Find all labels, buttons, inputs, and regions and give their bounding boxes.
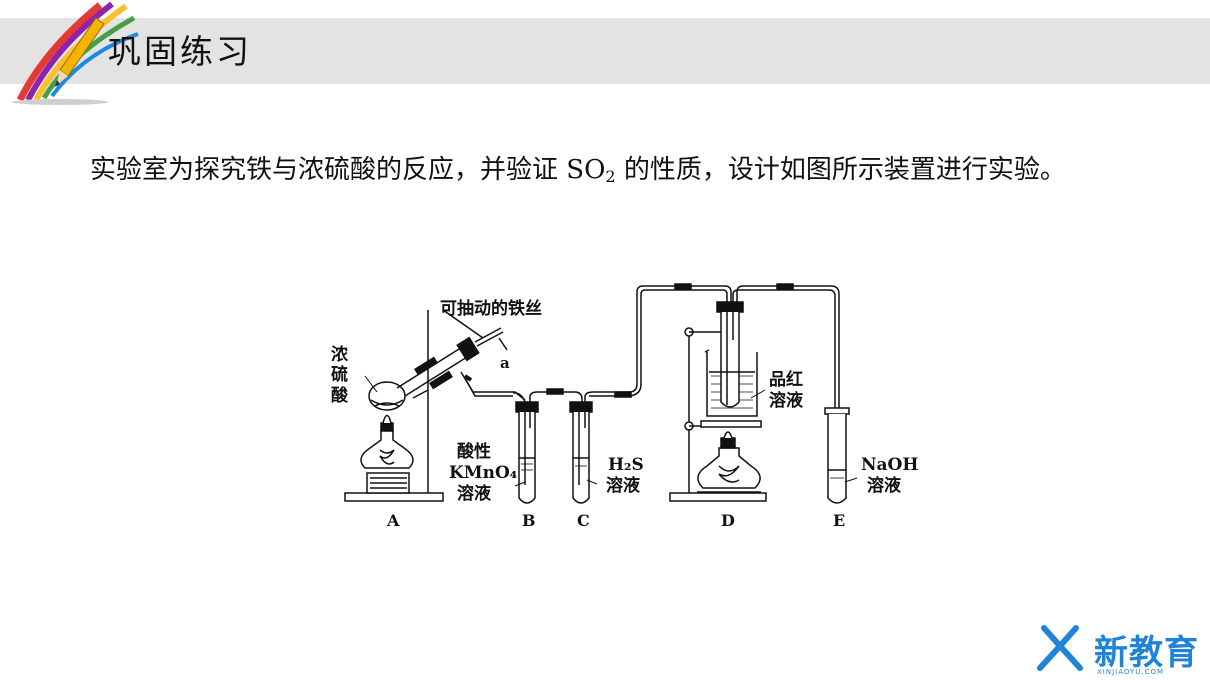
iron-wire-label: 可抽动的铁丝 <box>440 298 542 319</box>
acid-label-2: 硫 <box>331 364 348 385</box>
naoh-label-2: 溶液 <box>867 475 901 496</box>
test-tube-d <box>720 312 740 408</box>
apparatus-letter-e: E <box>833 511 845 530</box>
point-a-label: a <box>500 354 510 372</box>
kmno4-label-2: KMnO₄ <box>449 463 517 483</box>
acid-label-1: 浓 <box>331 345 349 365</box>
page-title: 巩固练习 <box>108 32 252 71</box>
apparatus-letter-d: D <box>721 511 735 530</box>
experiment-apparatus-diagram: 可抽动的铁丝 a 浓 硫 酸 酸性 KMnO₄ 溶液 H₂S 溶液 品红 溶液 … <box>331 283 918 530</box>
apparatus-letter-c: C <box>577 511 590 530</box>
pencil-logo-icon <box>12 1 139 105</box>
header-band <box>0 18 1210 84</box>
acid-label-3: 酸 <box>331 385 349 406</box>
stand-a-base <box>344 492 444 502</box>
problem-text: 实验室为探究铁与浓硫酸的反应，并验证 SO2 的性质，设计如图所示装置进行实验。 <box>90 140 1130 207</box>
apparatus-letter-b: B <box>522 511 536 530</box>
pinhong-label-2: 溶液 <box>769 390 803 411</box>
lamp-a <box>360 429 414 469</box>
problem-text-part-2: 的性质，设计如图所示装置进行实验。 <box>615 155 1066 185</box>
brand-domain: XINJIAOYU.COM <box>1097 668 1165 676</box>
h2s-label-2: 溶液 <box>606 475 640 496</box>
problem-text-part-1: 实验室为探究铁与浓硫酸的反应，并验证 SO <box>90 155 606 185</box>
brand-logo-icon <box>1037 625 1083 671</box>
kmno4-label-3: 溶液 <box>457 483 491 504</box>
so2-subscript: 2 <box>605 167 616 186</box>
test-tube-e <box>827 414 847 504</box>
kmno4-label-1: 酸性 <box>457 441 491 462</box>
h2s-label-1: H₂S <box>608 455 644 475</box>
stand-d-base <box>669 492 767 502</box>
pinhong-label-1: 品红 <box>769 369 803 390</box>
lamp-d <box>697 447 761 489</box>
naoh-label-1: NaOH <box>861 455 918 475</box>
apparatus-letter-a: A <box>386 511 400 530</box>
brand-name: 新教育 <box>1094 633 1199 673</box>
